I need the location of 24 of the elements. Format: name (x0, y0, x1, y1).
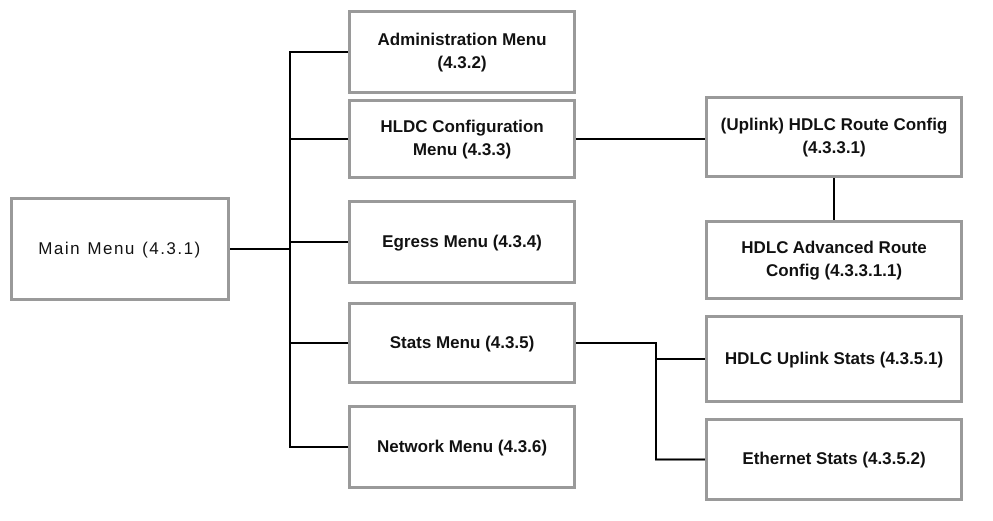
menu-box (705, 315, 963, 403)
menu-box (348, 99, 576, 179)
menu-label: HDLC Advanced Route Config (4.3.3.1.1) (740, 237, 928, 282)
menu-box (705, 418, 963, 501)
connector-line (576, 138, 705, 140)
menu-label: Network Menu (4.3.6) (376, 436, 548, 458)
menu-box (348, 405, 576, 489)
menu-label: HLDC Configuration Menu (4.3.3) (379, 116, 545, 161)
menu-label: Egress Menu (4.3.4) (382, 230, 542, 253)
connector-line (576, 342, 705, 460)
menu-label: Ethernet Stats (4.3.5.2) (742, 448, 926, 470)
connector-line (230, 248, 348, 448)
menu-label: HDLC Uplink Stats (4.3.5.1) (724, 348, 944, 370)
menu-label: Main Menu (4.3.1) (38, 238, 202, 260)
menu-box (10, 197, 230, 301)
menu-box (705, 220, 963, 300)
menu-label: Stats Menu (4.3.5) (390, 332, 534, 354)
menu-box (705, 96, 963, 178)
menu-box (348, 302, 576, 384)
menu-label: (Uplink) HDLC Route Config (4.3.3.1) (720, 114, 948, 159)
connector-line (833, 178, 835, 220)
menu-box (348, 10, 576, 94)
menu-box (348, 200, 576, 284)
menu-label: Administration Menu (4.3.2) (376, 29, 548, 74)
